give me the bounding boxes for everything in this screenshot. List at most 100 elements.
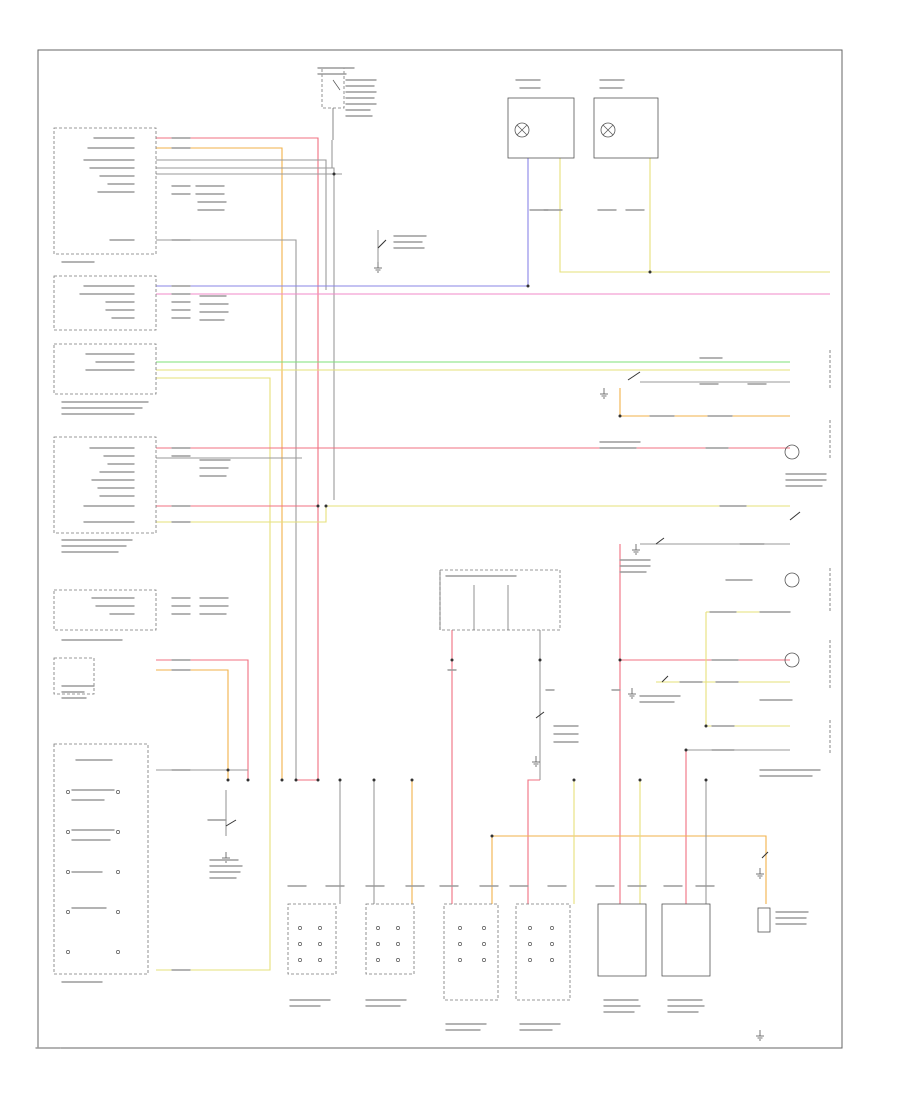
headlamp-switch-right <box>365 903 415 975</box>
junction-dot <box>526 284 530 288</box>
contact-icon <box>66 790 70 794</box>
contact-icon <box>298 942 302 946</box>
junction-dot <box>372 778 376 782</box>
contact-icon <box>298 926 302 930</box>
junction-dot <box>618 658 622 662</box>
contact-icon <box>396 926 400 930</box>
switch-blade <box>627 371 641 381</box>
ground-icon <box>756 1030 764 1041</box>
contact-icon <box>458 942 462 946</box>
contact-icon <box>550 958 554 962</box>
headlamp-switch-2 <box>53 657 95 695</box>
label-marks <box>35 67 827 1049</box>
ground-icon <box>532 756 540 767</box>
switch-blade <box>535 711 545 719</box>
junction-dot <box>316 778 320 782</box>
junction-dot <box>332 172 336 176</box>
junction-dot <box>538 658 542 662</box>
right-headlamp-unit <box>661 903 711 977</box>
ground-icon <box>374 262 382 273</box>
switch-blade <box>377 239 387 249</box>
junction-dot <box>226 768 230 772</box>
light-switch-connector-2 <box>53 275 157 331</box>
lamp-icon <box>600 122 616 138</box>
wire-yellow-long <box>156 377 271 971</box>
wire-yellow-dome <box>705 612 790 727</box>
junction-dot <box>246 778 250 782</box>
wire-orange-rear <box>619 388 790 417</box>
junction-dot <box>450 658 454 662</box>
junction-dots <box>226 172 708 838</box>
junction-dot <box>324 504 328 508</box>
components <box>53 67 831 1041</box>
contact-icon <box>376 958 380 962</box>
contact-icon <box>318 926 322 930</box>
right-headlamp <box>593 97 659 159</box>
contact-icon <box>376 926 380 930</box>
contact-icon <box>318 942 322 946</box>
junction-dot <box>316 504 320 508</box>
body-control-module <box>53 436 157 534</box>
junction-dot <box>638 778 642 782</box>
right-ground-device <box>757 907 771 933</box>
junction-dot <box>704 724 708 728</box>
junction-dot <box>490 834 494 838</box>
light-switch-connector-3 <box>53 343 157 395</box>
junction-dot <box>704 778 708 782</box>
ground-icon <box>756 868 764 879</box>
contact-icon <box>396 942 400 946</box>
wire-orange-bottom <box>491 835 767 904</box>
contact-icon <box>482 942 486 946</box>
headlamp-switch-left <box>287 903 337 975</box>
wire-orange-auto <box>156 147 283 780</box>
contact-icon <box>458 958 462 962</box>
instrument-cluster <box>53 589 157 631</box>
rear-lamp-icon <box>784 572 800 588</box>
contact-icon <box>116 790 120 794</box>
left-headlamp <box>507 97 575 159</box>
switch-blade <box>761 851 769 859</box>
diagram-frame <box>37 49 843 1049</box>
wire-gray-1 <box>156 159 327 290</box>
contact-icon <box>318 958 322 962</box>
contact-icon <box>550 942 554 946</box>
wire-red-fog-right <box>527 779 540 904</box>
wire-red-cluster <box>156 659 249 780</box>
camera-module <box>597 903 647 977</box>
junction-dot <box>280 778 284 782</box>
wire-blue-headlamp <box>156 158 529 287</box>
contact-icon <box>66 870 70 874</box>
contact-icon <box>116 950 120 954</box>
wire-gray-2 <box>156 167 335 500</box>
right-fog-switch <box>515 903 571 1001</box>
contact-icon <box>528 942 532 946</box>
junction-dot <box>338 778 342 782</box>
contact-icon <box>550 926 554 930</box>
contact-icon <box>298 958 302 962</box>
contact-icon <box>458 926 462 930</box>
wire-yellow-2 <box>156 505 790 523</box>
light-switch-module <box>53 127 157 255</box>
contact-icon <box>66 910 70 914</box>
contact-icon <box>482 926 486 930</box>
junction-dot <box>572 778 576 782</box>
switch-contacts <box>66 790 554 962</box>
lamp-icon <box>514 122 530 138</box>
left-fog-switch <box>443 903 499 1001</box>
contact-icon <box>376 942 380 946</box>
ground-icon <box>600 388 608 399</box>
ground-icon <box>632 544 640 555</box>
switch-module <box>53 743 149 975</box>
contact-icon <box>116 870 120 874</box>
wire-gray-4 <box>156 239 297 780</box>
switch-blade <box>661 675 669 683</box>
wire-yellow-top-right <box>559 158 830 273</box>
contact-icon <box>482 958 486 962</box>
contact-icon <box>528 958 532 962</box>
junction-dot <box>294 778 298 782</box>
contact-icon <box>116 910 120 914</box>
contact-icon <box>66 830 70 834</box>
switch-blade <box>789 511 801 521</box>
junction-dot <box>226 778 230 782</box>
